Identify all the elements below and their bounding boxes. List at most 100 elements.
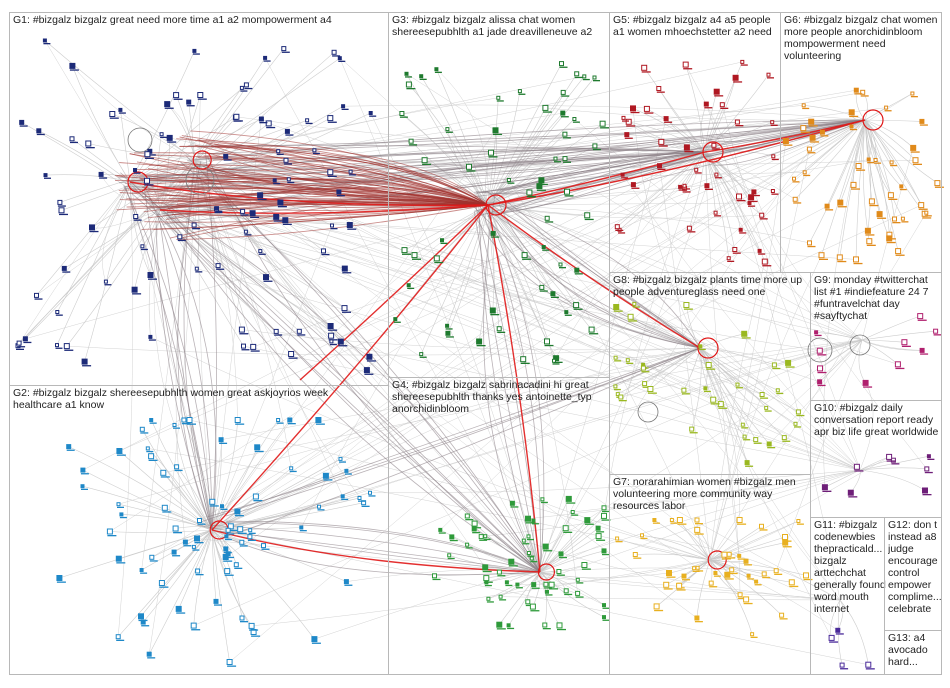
- graph-node: [131, 286, 138, 293]
- graph-node: [192, 48, 197, 53]
- graph-node: [445, 330, 451, 336]
- graph-edge: [487, 91, 521, 206]
- graph-edge: [686, 304, 861, 471]
- graph-node: [553, 156, 558, 161]
- graph-node-underline: [550, 296, 559, 298]
- graph-node-underline: [584, 218, 594, 221]
- graph-edge: [706, 104, 841, 601]
- graph-edge: [864, 119, 916, 161]
- graph-node: [89, 224, 95, 231]
- graph-node: [839, 662, 845, 668]
- graph-node: [447, 553, 452, 558]
- graph-node-underline: [574, 273, 583, 275]
- graph-edge: [819, 339, 863, 383]
- graph-node-underline: [856, 169, 866, 171]
- graph-node: [115, 634, 121, 640]
- graph-node: [171, 549, 177, 555]
- graph-node: [115, 555, 122, 562]
- graph-node: [782, 539, 789, 546]
- graph-node-underline: [783, 144, 793, 146]
- graph-node: [172, 423, 177, 427]
- graph-node: [574, 71, 580, 77]
- graph-node: [683, 144, 690, 151]
- graph-node-underline: [563, 531, 573, 533]
- graph-edge: [539, 571, 605, 606]
- graph-node: [159, 132, 164, 137]
- graph-node: [80, 467, 86, 473]
- graph-node: [886, 235, 893, 242]
- graph-node-underline: [563, 161, 571, 163]
- graph-node-underline: [584, 523, 594, 525]
- graph-node: [116, 502, 121, 507]
- graph-node-underline: [34, 298, 43, 300]
- graph-node: [884, 105, 889, 110]
- graph-node-underline: [393, 321, 401, 323]
- graph-node-underline: [284, 163, 292, 165]
- graph-edge: [408, 84, 489, 206]
- graph-node: [145, 446, 150, 451]
- graph-edge: [643, 67, 706, 153]
- graph-node-underline: [341, 108, 349, 110]
- graph-edge: [166, 212, 541, 573]
- graph-node: [521, 252, 528, 259]
- graph-node: [926, 454, 931, 459]
- graph-edge: [177, 191, 489, 206]
- graph-node-underline: [192, 549, 200, 551]
- graph-node: [642, 381, 648, 387]
- graph-edge: [226, 339, 863, 537]
- graph-node-underline: [767, 447, 776, 449]
- graph-node: [331, 49, 337, 55]
- graph-node-underline: [779, 618, 788, 620]
- graph-node: [531, 582, 537, 588]
- graph-edge: [141, 178, 213, 531]
- graph-node-underline: [919, 124, 928, 126]
- graph-node: [490, 230, 496, 236]
- graph-node: [681, 573, 687, 579]
- graph-node-underline: [748, 205, 755, 207]
- graph-node-underline: [186, 105, 195, 107]
- graph-node: [543, 581, 549, 587]
- graph-edge: [861, 330, 936, 341]
- graph-edge: [861, 339, 905, 343]
- graph-node: [148, 453, 155, 460]
- graph-edge: [151, 119, 866, 558]
- graph-node: [658, 138, 665, 145]
- graph-node-underline: [714, 177, 722, 179]
- graph-edge: [148, 529, 213, 655]
- graph-node-underline: [321, 253, 330, 256]
- graph-node-underline: [330, 228, 338, 230]
- graph-node-underline: [782, 540, 792, 542]
- graph-node: [895, 248, 902, 255]
- graph-node: [737, 592, 743, 598]
- graph-node-underline: [507, 627, 515, 630]
- graph-node-underline: [849, 115, 859, 118]
- graph-node: [641, 64, 648, 71]
- graph-node: [506, 623, 511, 628]
- graph-edge: [84, 181, 131, 362]
- group-label-g4: G4: #bizgalz bizgalz sabrinacadini hi gr…: [392, 379, 592, 415]
- graph-node-underline: [43, 43, 51, 45]
- graph-node-underline: [488, 156, 498, 158]
- graph-node-underline: [402, 253, 411, 255]
- graph-edge: [44, 40, 131, 183]
- graph-node-underline: [412, 258, 421, 260]
- graph-node-underline: [658, 145, 668, 147]
- graph-node: [540, 497, 545, 502]
- graph-node-underline: [743, 439, 751, 441]
- graph-node-underline: [70, 141, 78, 144]
- graph-edge: [66, 209, 161, 347]
- graph-edge: [159, 209, 543, 500]
- graph-edge: [211, 529, 217, 602]
- graph-node: [220, 504, 224, 509]
- graph-edge: [142, 429, 213, 531]
- graph-node: [764, 405, 769, 410]
- graph-edge: [527, 469, 861, 519]
- graph-node-underline: [552, 363, 560, 365]
- graph-node-underline: [727, 260, 735, 262]
- graph-node-underline: [682, 191, 691, 193]
- graph-node: [620, 172, 625, 177]
- graph-node-underline: [851, 188, 860, 190]
- graph-node-underline: [654, 609, 664, 612]
- graph-node: [563, 588, 569, 594]
- graph-node-underline: [782, 546, 792, 548]
